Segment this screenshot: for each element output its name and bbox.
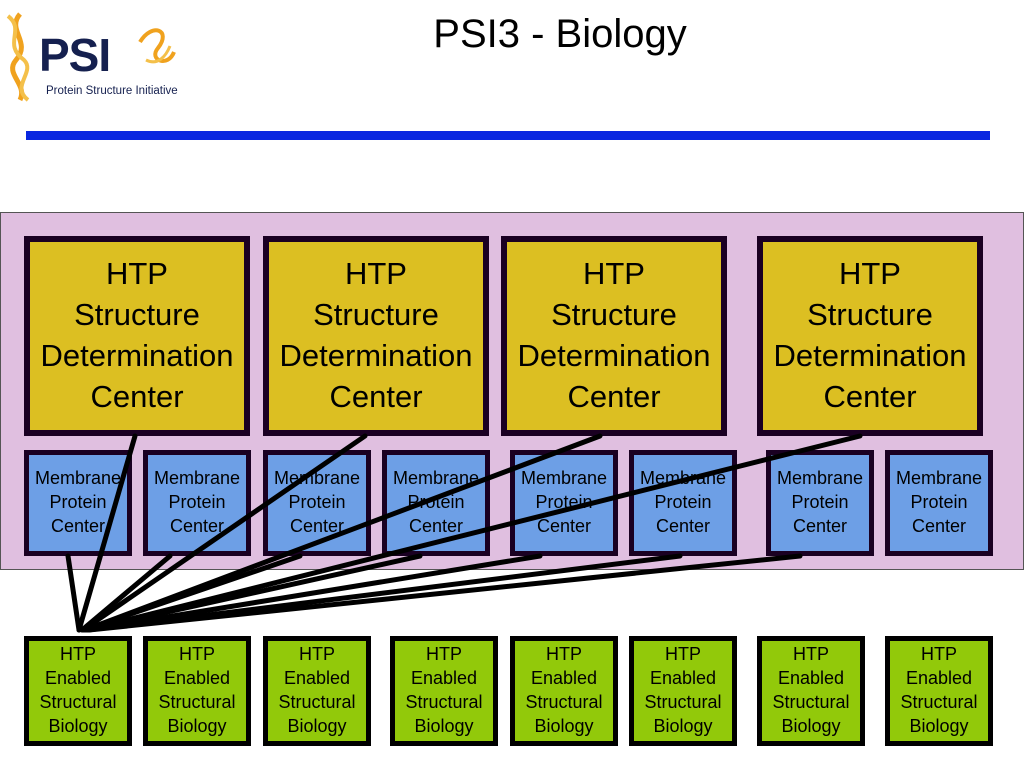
membrane-center-label: Membrane Protein Center <box>776 468 864 536</box>
title-divider <box>26 131 990 140</box>
htp-center-label: HTP Structure Determination Center <box>279 256 473 414</box>
membrane-center-label: Membrane Protein Center <box>273 468 361 536</box>
membrane-center-3: Membrane Protein Center <box>263 450 371 556</box>
enabled-biology-label: HTP Enabled Structural Biology <box>158 644 236 736</box>
enabled-biology-7: HTP Enabled Structural Biology <box>757 636 865 746</box>
htp-center-label: HTP Structure Determination Center <box>40 256 234 414</box>
membrane-center-label: Membrane Protein Center <box>895 468 983 536</box>
dna-helix-icon <box>6 12 176 102</box>
enabled-biology-label: HTP Enabled Structural Biology <box>405 644 483 736</box>
membrane-center-label: Membrane Protein Center <box>34 468 122 536</box>
enabled-biology-6: HTP Enabled Structural Biology <box>629 636 737 746</box>
logo-subtitle: Protein Structure Initiative <box>46 85 178 97</box>
enabled-biology-label: HTP Enabled Structural Biology <box>39 644 117 736</box>
enabled-biology-3: HTP Enabled Structural Biology <box>263 636 371 746</box>
membrane-center-4: Membrane Protein Center <box>382 450 490 556</box>
enabled-biology-8: HTP Enabled Structural Biology <box>885 636 993 746</box>
htp-center-3: HTP Structure Determination Center <box>501 236 727 436</box>
membrane-center-label: Membrane Protein Center <box>520 468 608 536</box>
membrane-center-6: Membrane Protein Center <box>629 450 737 556</box>
enabled-biology-label: HTP Enabled Structural Biology <box>525 644 603 736</box>
enabled-biology-label: HTP Enabled Structural Biology <box>644 644 722 736</box>
membrane-center-7: Membrane Protein Center <box>766 450 874 556</box>
htp-center-4: HTP Structure Determination Center <box>757 236 983 436</box>
htp-center-label: HTP Structure Determination Center <box>773 256 967 414</box>
enabled-biology-label: HTP Enabled Structural Biology <box>772 644 850 736</box>
htp-center-1: HTP Structure Determination Center <box>24 236 250 436</box>
htp-center-label: HTP Structure Determination Center <box>517 256 711 414</box>
enabled-biology-4: HTP Enabled Structural Biology <box>390 636 498 746</box>
membrane-center-label: Membrane Protein Center <box>392 468 480 536</box>
membrane-center-2: Membrane Protein Center <box>143 450 251 556</box>
membrane-center-label: Membrane Protein Center <box>153 468 241 536</box>
enabled-biology-1: HTP Enabled Structural Biology <box>24 636 132 746</box>
enabled-biology-2: HTP Enabled Structural Biology <box>143 636 251 746</box>
enabled-biology-label: HTP Enabled Structural Biology <box>900 644 978 736</box>
membrane-center-label: Membrane Protein Center <box>639 468 727 536</box>
enabled-biology-5: HTP Enabled Structural Biology <box>510 636 618 746</box>
enabled-biology-label: HTP Enabled Structural Biology <box>278 644 356 736</box>
htp-center-2: HTP Structure Determination Center <box>263 236 489 436</box>
logo-wordmark: PSI <box>39 29 111 81</box>
psi-logo: PSI Protein Structure Initiative <box>2 12 202 102</box>
membrane-center-5: Membrane Protein Center <box>510 450 618 556</box>
page-title: PSI3 - Biology <box>433 12 687 56</box>
membrane-center-8: Membrane Protein Center <box>885 450 993 556</box>
membrane-center-1: Membrane Protein Center <box>24 450 132 556</box>
